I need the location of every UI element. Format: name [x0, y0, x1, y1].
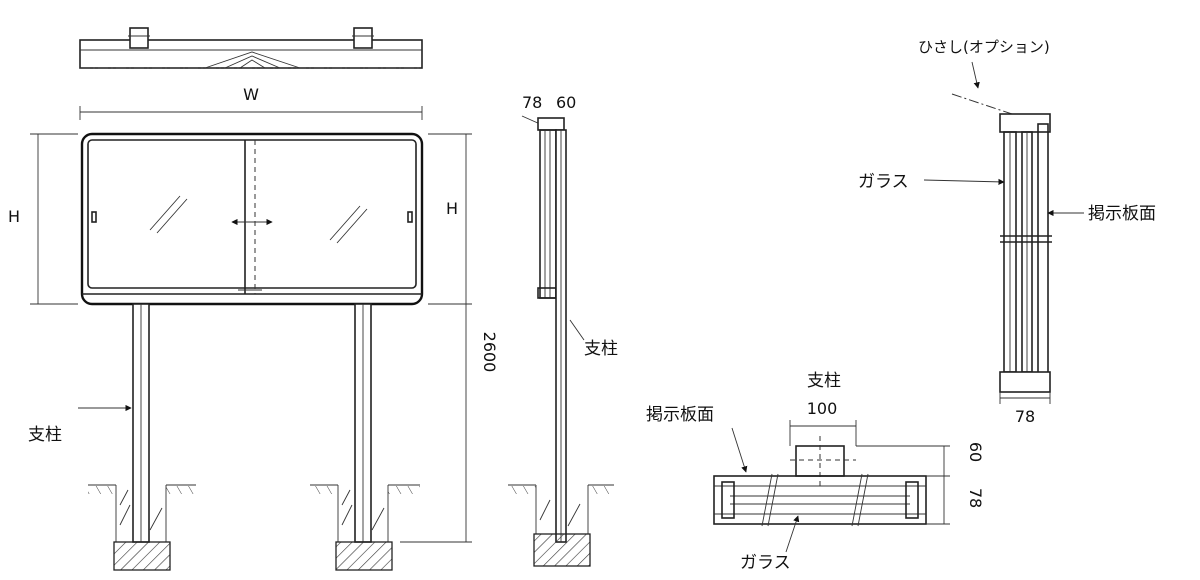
- canopy-label: ひさし(オプション): [918, 38, 1050, 56]
- side-board-body: [539, 129, 557, 299]
- footing-right: [335, 541, 393, 571]
- section-bottom-cap: [999, 371, 1051, 393]
- plan-post: [795, 445, 845, 477]
- post-width-100: 100: [807, 399, 838, 418]
- height-label-right: H: [446, 199, 458, 218]
- post-label-plan: 支柱: [807, 371, 841, 391]
- side-elevation: 78 60 支柱: [508, 93, 618, 567]
- horizontal-section: 支柱 100 60 78 掲示板面 ガラス: [646, 371, 985, 573]
- section-top-cap: [999, 113, 1051, 133]
- height-label-left: H: [8, 207, 20, 226]
- board-label-section: 掲示板面: [1088, 204, 1156, 224]
- side-depth-78: 78: [522, 93, 542, 112]
- top-plan-view: [79, 27, 423, 69]
- plan-board-body: [713, 475, 927, 525]
- post-label-front: 支柱: [28, 425, 62, 445]
- board-frame: [80, 132, 424, 306]
- side-footing: [533, 533, 591, 567]
- side-depth-60: 60: [556, 93, 576, 112]
- front-elevation: W H H 2600: [8, 85, 499, 571]
- glass-reflection-left: [149, 195, 188, 234]
- board-label-plan: 掲示板面: [646, 405, 714, 425]
- footing-left: [113, 541, 171, 571]
- glass-label-section: ガラス: [858, 172, 909, 192]
- plan-dim-78: 78: [966, 488, 985, 508]
- plan-dim-60: 60: [966, 442, 985, 462]
- post-label-side: 支柱: [584, 339, 618, 359]
- glass-reflection-right: [329, 205, 368, 244]
- vertical-section: ひさし(オプション) 78 ガラス 掲示板面: [858, 38, 1156, 426]
- section-depth-78: 78: [1015, 407, 1035, 426]
- post-height-dimension: 2600: [480, 332, 499, 373]
- glass-label-plan: ガラス: [740, 553, 791, 573]
- width-label: W: [243, 85, 259, 104]
